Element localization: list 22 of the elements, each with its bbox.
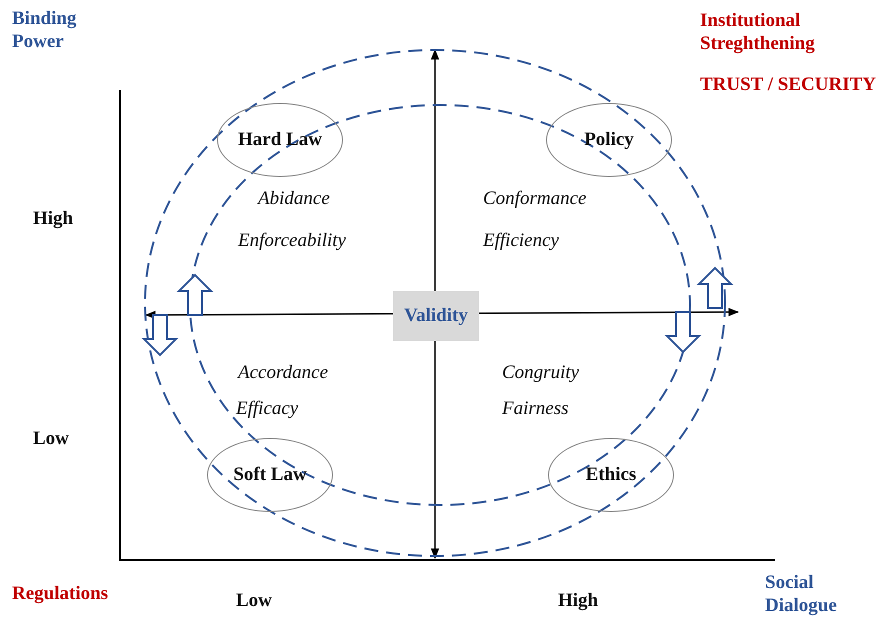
quadrant-term: Efficiency (483, 230, 559, 253)
quadrant-term: Conformance (483, 188, 586, 211)
axis-tick-label: Low (236, 590, 272, 613)
axis-title: Social Dialogue (765, 572, 838, 618)
axis-tick-label: Low (33, 428, 69, 451)
axis-title: Binding Power (12, 8, 78, 54)
quadrant-term: Enforceability (238, 230, 346, 253)
ellipse-node: Soft Law (207, 438, 333, 512)
quadrant-term: Accordance (238, 362, 328, 385)
quadrant-term: Efficacy (236, 398, 298, 421)
process-box: Validity (393, 291, 479, 341)
axis-tick-label: High (33, 208, 74, 231)
quadrant-term: Abidance (258, 188, 330, 211)
ellipse-node: Hard Law (217, 103, 343, 177)
ellipse-node: Policy (546, 103, 672, 177)
quadrant-term: Congruity (502, 362, 580, 385)
axis-title: Regulations (12, 583, 108, 606)
heading-text: TRUST / SECURITY (700, 74, 876, 97)
ellipse-node: Ethics (548, 438, 674, 512)
axis-tick-label: High (558, 590, 598, 613)
heading-text: Institutional Streghthening (700, 10, 816, 56)
quadrant-term: Fairness (502, 398, 568, 421)
